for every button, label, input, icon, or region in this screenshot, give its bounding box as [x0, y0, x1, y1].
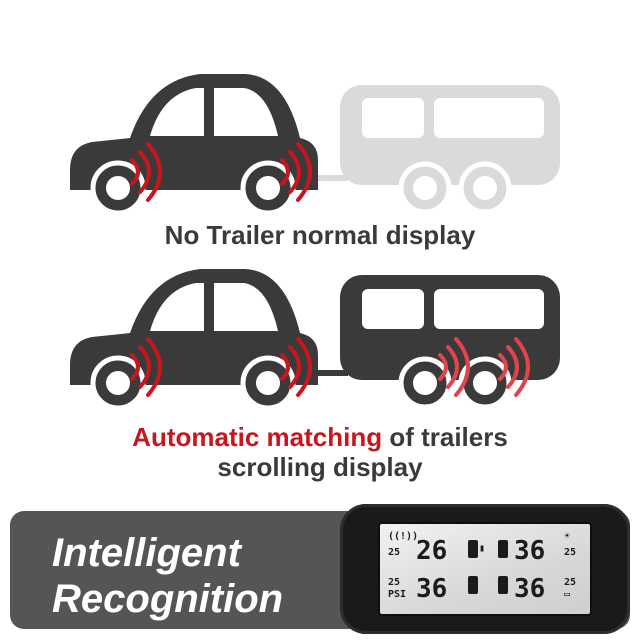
pressure-rear-left: 36: [416, 574, 448, 604]
temp-front-left: 25: [388, 547, 401, 558]
scene-with-trailer: [0, 255, 640, 415]
temp-rear-right: 25: [564, 577, 577, 588]
caption-with-trailer-line2: scrolling display: [217, 452, 423, 482]
scene-no-trailer: [0, 60, 640, 220]
pressure-unit: PSI: [388, 589, 407, 600]
car-with-trailer-illustration: [70, 269, 560, 411]
caption-accent: Automatic matching: [132, 422, 383, 452]
pressure-front-left: 26: [416, 536, 448, 566]
sensor-wave-icons: [130, 337, 312, 397]
pressure-front-right: 36: [514, 536, 546, 566]
trailer-sensor-wave-icons: [438, 337, 530, 397]
tyre-icon-fr: [498, 540, 508, 558]
caption-with-trailer: Automatic matching of trailers scrolling…: [0, 422, 640, 482]
temp-rear-left: 25: [388, 577, 401, 588]
sun-icon: ☀: [564, 531, 571, 542]
temp-front-right: 25: [564, 547, 577, 558]
caption-rest: of trailers: [382, 422, 508, 452]
pressure-rear-right: 36: [514, 574, 546, 604]
tpms-warning-icon: ((!)): [388, 531, 419, 542]
banner-title-line2: Recognition: [52, 577, 284, 621]
car-outline-icon: ▮: [479, 543, 486, 554]
sensor-wave-icons: [130, 142, 312, 202]
tpms-monitor-device: ((!)) 25 26 ▮ 36 ☀ 25 25 PSI 36 36 25 ▭: [340, 504, 630, 634]
banner-title: Intelligent Recognition: [52, 530, 372, 622]
tpms-lcd-screen: ((!)) 25 26 ▮ 36 ☀ 25 25 PSI 36 36 25 ▭: [378, 522, 592, 616]
tyre-icon-fl: [468, 540, 478, 558]
banner-title-line1: Intelligent: [52, 531, 241, 575]
car-no-trailer-illustration: [70, 74, 560, 216]
tyre-icon-rl: [468, 576, 478, 594]
caption-with-trailer-line1: Automatic matching of trailers: [0, 422, 640, 452]
caption-no-trailer: No Trailer normal display: [164, 220, 476, 250]
tyre-icon-rr: [498, 576, 508, 594]
battery-icon: ▭: [564, 589, 571, 600]
